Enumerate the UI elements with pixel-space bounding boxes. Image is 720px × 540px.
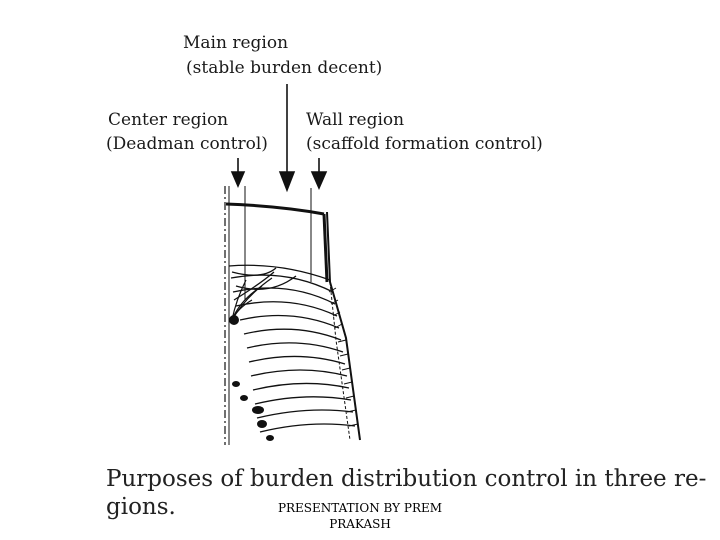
furnace-wall <box>322 211 361 441</box>
wall-region-note: (scaffold formation control) <box>306 134 543 154</box>
center-region-arrow <box>230 158 246 189</box>
dark-deposits <box>229 315 274 441</box>
main-region-note: (stable burden decent) <box>186 58 383 78</box>
center-region-label: Center region <box>108 110 229 130</box>
figure-caption-line-2: gions. <box>106 494 176 520</box>
main-region-label: Main region <box>183 33 289 53</box>
figure-caption-line-1: Purposes of burden distribution control … <box>106 466 707 492</box>
region-boundaries <box>244 186 312 300</box>
footer-line-2: PRAKASH <box>329 517 391 531</box>
footer-line-1: PRESENTATION BY PREM <box>277 501 443 515</box>
cohesive-zone <box>231 277 273 321</box>
wall-hatching <box>328 287 359 427</box>
center-region-note: (Deadman control) <box>106 134 268 154</box>
main-region-arrow <box>278 84 296 193</box>
burden-surface-line <box>225 202 325 216</box>
presenter-footer: PRESENTATION BY PREM PRAKASH <box>250 500 470 532</box>
wall-region-label: Wall region <box>306 110 405 130</box>
furnace-centerline <box>224 186 230 445</box>
wall-region-arrow <box>310 158 328 190</box>
burden-layers <box>228 264 356 433</box>
